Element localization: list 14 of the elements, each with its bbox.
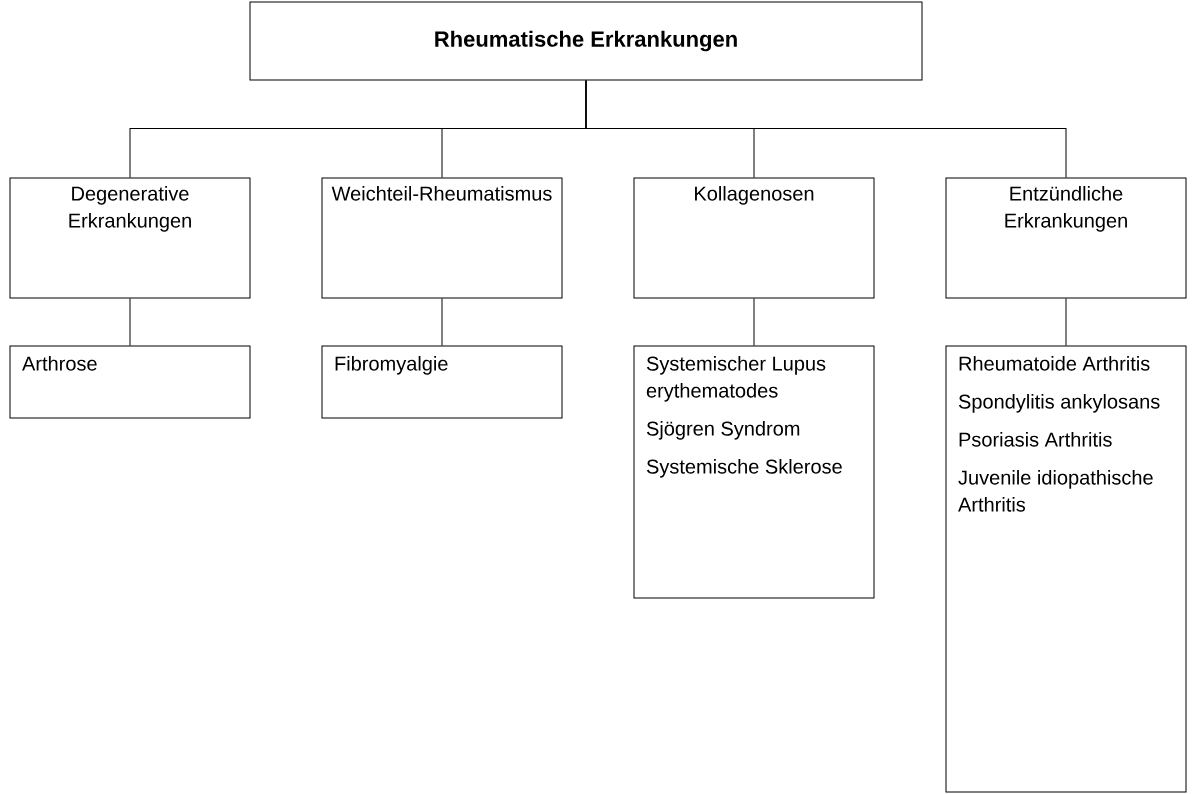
connector-line [1065, 298, 1067, 346]
disease-box: Systemischer Lupus erythematodes Sjögren Syndrom Systemische Sklerose [633, 345, 875, 599]
category-box: Weichteil-Rheumatismus [321, 177, 563, 299]
connector-line [585, 80, 1067, 178]
category-box: Kollagenosen [633, 177, 875, 299]
connector-line [129, 298, 131, 346]
title-box: Rheumatische Erkrankungen [249, 1, 923, 81]
connector-line [441, 298, 443, 346]
connector-line [753, 298, 755, 346]
disease-box: Arthrose [9, 345, 251, 419]
disease-box: Fibromyalgie [321, 345, 563, 419]
disease-box: Rheumatoide Arthritis Spondylitis ankylosans Psoriasis Arthritis Juvenile idiopathische Arthritis [945, 345, 1187, 793]
category-box: Entzündliche Erkrankungen [945, 177, 1187, 299]
category-box: Degenerative Erkrankungen [9, 177, 251, 299]
